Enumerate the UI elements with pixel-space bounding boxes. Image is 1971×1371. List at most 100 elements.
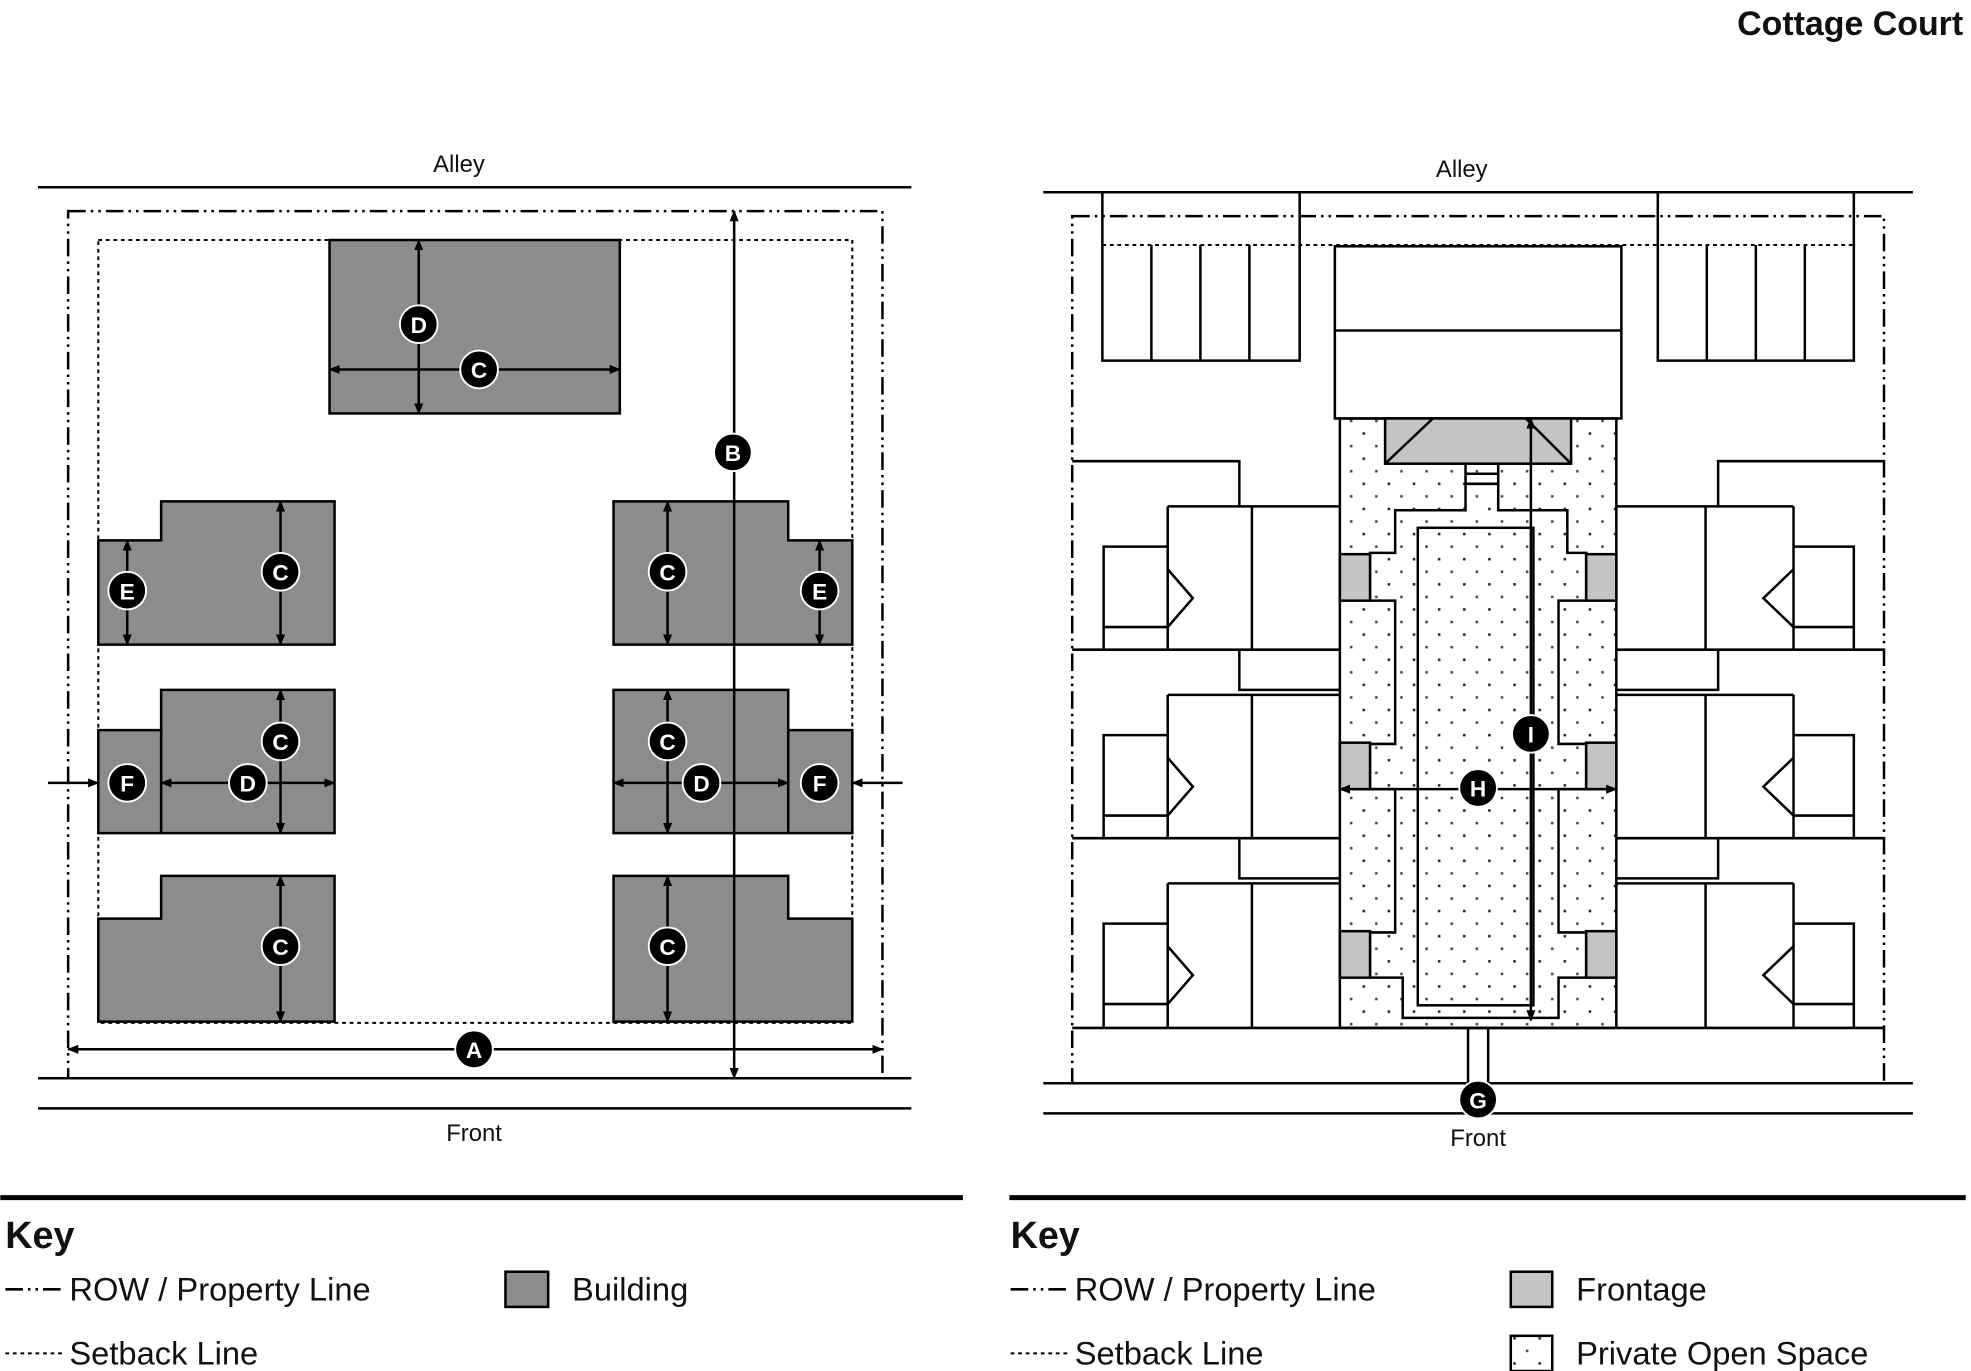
frontage xyxy=(1584,929,1618,979)
cottage-lot-line xyxy=(1238,649,1340,692)
marker-letter: H xyxy=(1470,777,1486,802)
key-item: ROW / Property Line xyxy=(1075,1271,1376,1308)
dimension-marker: A xyxy=(454,1029,494,1070)
frontage xyxy=(1584,552,1618,602)
key-item: Setback Line xyxy=(69,1335,258,1371)
marker-circle xyxy=(260,551,301,592)
dimension-marker: C xyxy=(647,926,688,967)
cottage-porch xyxy=(1102,733,1195,839)
frontage-diagonal xyxy=(1384,417,1434,465)
dimension-marker: C xyxy=(647,721,688,762)
common-open-space xyxy=(1338,417,1618,1030)
dimension-marker: C xyxy=(260,721,301,762)
cottage-porch xyxy=(1761,733,1856,839)
marker-circle xyxy=(799,763,840,803)
marker-circle xyxy=(398,304,439,345)
building xyxy=(97,688,336,835)
dimension-marker: E xyxy=(799,570,840,611)
key-item: ROW / Property Line xyxy=(69,1271,370,1308)
marker-letter: E xyxy=(120,579,135,604)
marker-letter: C xyxy=(272,730,288,755)
dimension-marker: C xyxy=(260,551,301,592)
marker-circle xyxy=(713,432,753,473)
key-heading: Key xyxy=(1011,1214,1080,1256)
cottage xyxy=(1616,882,1795,1027)
key-item: Frontage xyxy=(1576,1271,1707,1308)
cottage-lot-line xyxy=(1072,459,1241,507)
marker-circle xyxy=(1511,714,1551,754)
marker-circle xyxy=(260,721,301,762)
cottage-porch xyxy=(1761,545,1856,650)
dimension-marker: E xyxy=(107,570,148,611)
marker-circle xyxy=(107,570,148,611)
right-key: Key ROW / Property Line Setback Line Fro… xyxy=(1009,1195,1966,1371)
marker-letter: C xyxy=(659,935,675,960)
marker-letter: D xyxy=(240,772,256,797)
marker-circle xyxy=(1458,768,1498,808)
marker-letter: E xyxy=(812,579,827,604)
marker-circle xyxy=(799,570,840,611)
dimension-marker: G xyxy=(1458,1079,1498,1120)
marker-letter: C xyxy=(272,935,288,960)
key-item: Building xyxy=(572,1271,688,1308)
cottage-lot-line xyxy=(1716,459,1885,507)
marker-circle xyxy=(647,551,688,592)
marker-letter: G xyxy=(1469,1088,1487,1113)
alley-label: Alley xyxy=(433,151,485,178)
dimension-marker: D xyxy=(681,763,722,803)
dimension-marker: I xyxy=(1511,714,1551,754)
frontage-rear xyxy=(1383,417,1573,465)
alley-label: Alley xyxy=(1436,156,1488,183)
marker-letter: C xyxy=(471,358,487,383)
key-item: Setback Line xyxy=(1075,1335,1264,1371)
marker-letter: C xyxy=(659,730,675,755)
marker-letter: C xyxy=(272,561,288,586)
marker-circle xyxy=(647,721,688,762)
cottage-lot-line xyxy=(1616,838,1720,880)
dimension-marker: C xyxy=(647,551,688,592)
front-label: Front xyxy=(1450,1125,1506,1152)
garage-right xyxy=(1656,192,1856,362)
marker-letter: F xyxy=(120,772,134,797)
cottage xyxy=(1166,693,1340,839)
front-label: Front xyxy=(446,1120,502,1147)
dimension-marker: H xyxy=(1458,768,1498,808)
cottage xyxy=(1616,693,1795,839)
building-swatch xyxy=(504,1270,550,1309)
frontage xyxy=(1338,929,1372,979)
marker-letter: F xyxy=(813,772,827,797)
cottage-porch xyxy=(1102,545,1195,650)
page-title: Cottage Court xyxy=(1737,5,1963,43)
marker-letter: B xyxy=(725,441,741,466)
left-key: Key ROW / Property Line Setback Line Bui… xyxy=(0,1195,963,1371)
cottage xyxy=(1166,882,1340,1027)
marker-circle xyxy=(228,763,268,803)
dimension-marker: C xyxy=(260,926,301,967)
dimension-marker: B xyxy=(713,432,753,473)
marker-circle xyxy=(107,763,148,803)
marker-circle xyxy=(459,349,499,390)
entry-walk xyxy=(1466,1026,1490,1085)
cottage-porch xyxy=(1102,922,1195,1027)
marker-circle xyxy=(647,926,688,967)
cottage-lot-line xyxy=(1616,649,1720,692)
dimension-marker: F xyxy=(107,763,148,803)
marker-letter: C xyxy=(659,561,675,586)
cottage xyxy=(1616,505,1795,650)
dimension-marker: C xyxy=(459,349,499,390)
key-item: Private Open Space xyxy=(1576,1335,1868,1371)
marker-circle xyxy=(260,926,301,967)
frontage xyxy=(1338,741,1372,791)
dimension-marker: D xyxy=(398,304,439,345)
marker-circle xyxy=(454,1029,494,1070)
marker-letter: I xyxy=(1528,723,1534,748)
frontage xyxy=(1584,741,1618,791)
building xyxy=(97,500,336,646)
marker-circle xyxy=(681,763,722,803)
cottage-porch xyxy=(1761,922,1856,1027)
dimension-marker: D xyxy=(228,763,268,803)
frontage-swatch xyxy=(1509,1270,1554,1309)
dimension-marker: F xyxy=(799,763,840,803)
